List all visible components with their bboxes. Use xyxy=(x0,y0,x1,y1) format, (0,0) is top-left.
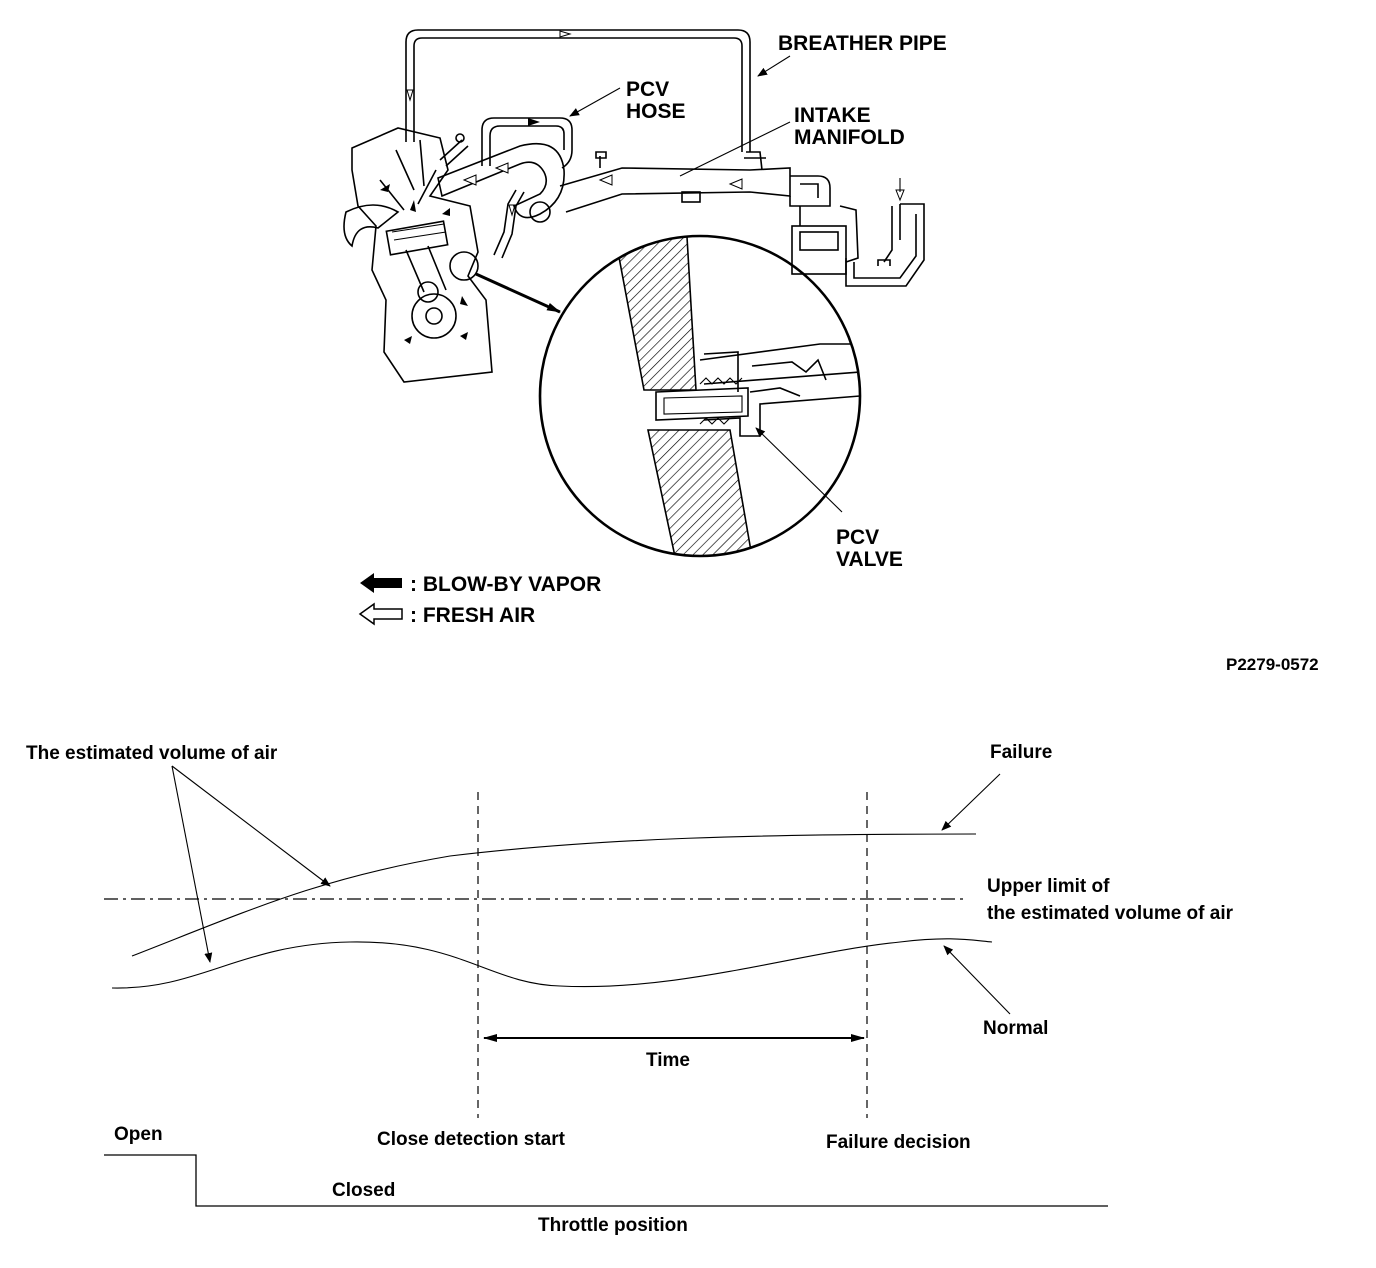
estimated-volume-pointer-1 xyxy=(171,765,331,887)
pcv-valve-label-2: VALVE xyxy=(836,548,903,571)
breather-pipe xyxy=(405,29,751,152)
upper-limit-label-1: Upper limit of xyxy=(987,876,1110,897)
engine-block xyxy=(343,127,493,383)
pcv-system-diagram: BREATHER PIPE PCV HOSE INTAKE MANIFOLD P… xyxy=(343,29,1319,674)
normal-label: Normal xyxy=(983,1018,1048,1039)
intake-manifold-label-1: INTAKE xyxy=(794,104,871,127)
intake-manifold-label-2: MANIFOLD xyxy=(794,126,905,149)
intake-manifold xyxy=(437,142,925,287)
pcv-hose xyxy=(481,117,573,259)
pcv-valve-leader xyxy=(755,427,843,513)
solid-arrow-icon xyxy=(360,573,402,593)
figure-code: P2279-0572 xyxy=(1226,655,1319,674)
failure-curve xyxy=(131,833,977,957)
detail-pointer-arrow xyxy=(475,272,561,314)
pcv-hose-label-1: PCV xyxy=(626,78,669,101)
pcv-valve-detail xyxy=(538,234,862,558)
close-detection-start-label: Close detection start xyxy=(377,1129,566,1150)
throttle-closed-label: Closed xyxy=(332,1180,395,1201)
timing-chart: The estimated volume of air Failure Uppe… xyxy=(26,742,1234,1236)
intake-manifold-leader xyxy=(679,121,791,177)
pcv-hose-label-2: HOSE xyxy=(626,100,686,123)
breather-pipe-leader xyxy=(757,55,791,77)
pcv-valve-location-marker xyxy=(449,251,479,281)
normal-curve xyxy=(111,938,993,989)
upper-limit-label-2: the estimated volume of air xyxy=(987,903,1234,924)
pcv-valve-label-1: PCV xyxy=(836,526,879,549)
time-label: Time xyxy=(646,1050,690,1071)
failure-label: Failure xyxy=(990,742,1052,763)
throttle-position-label: Throttle position xyxy=(538,1215,688,1236)
breather-pipe-label: BREATHER PIPE xyxy=(778,32,947,55)
failure-pointer xyxy=(941,773,1001,831)
legend-blow-by-label: : BLOW-BY VAPOR xyxy=(410,573,601,596)
normal-pointer xyxy=(943,945,1011,1015)
pcv-hose-leader xyxy=(569,87,621,117)
estimated-volume-pointer-2 xyxy=(171,765,213,963)
estimated-volume-label: The estimated volume of air xyxy=(26,743,278,764)
failure-decision-label: Failure decision xyxy=(826,1132,971,1153)
legend: : BLOW-BY VAPOR : FRESH AIR xyxy=(358,573,601,627)
legend-fresh-air-label: : FRESH AIR xyxy=(410,604,535,627)
outline-arrow-icon xyxy=(358,602,403,626)
throttle-position-line xyxy=(104,1154,1108,1207)
throttle-open-label: Open xyxy=(114,1124,163,1145)
